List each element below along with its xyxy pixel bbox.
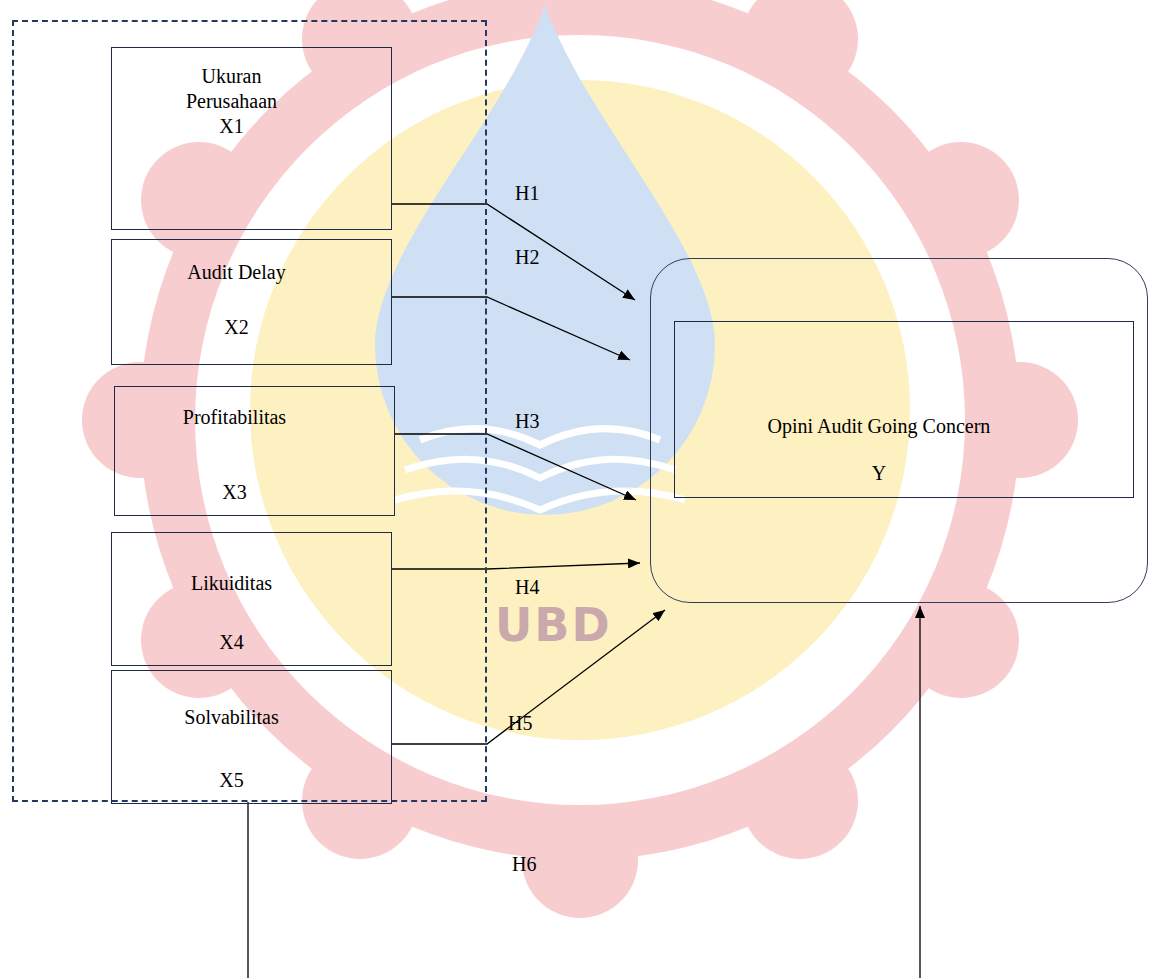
node-text: Likuiditas (191, 571, 272, 596)
hypothesis-arrow (392, 297, 630, 360)
dependent-group: Opini Audit Going ConcernY (650, 258, 1148, 603)
book-line (405, 459, 675, 478)
hypothesis-label: H3 (515, 410, 539, 433)
gear-tooth (522, 802, 638, 918)
watermark-text: UBD (495, 602, 612, 648)
variable-group: Ukuran PerusahaanX1Audit DelayX2Profitab… (12, 20, 487, 802)
node-text: X1 (219, 114, 243, 139)
gear-body (140, 0, 1020, 860)
logo-book (395, 429, 685, 510)
book-line (420, 429, 660, 445)
logo-drop (375, 5, 715, 515)
hypothesis-label: H5 (508, 712, 532, 735)
variable-box: Audit DelayX2 (111, 239, 392, 365)
node-text: Y (872, 461, 886, 486)
node-text: Solvabilitas (184, 705, 278, 730)
node-text: X3 (222, 480, 246, 505)
dependent-box: Opini Audit Going ConcernY (674, 321, 1134, 498)
node-text: X5 (219, 768, 243, 793)
node-text: Opini Audit Going Concern (768, 414, 991, 439)
variable-box: ProfitabilitasX3 (114, 386, 395, 516)
node-text: X2 (224, 315, 248, 340)
hypothesis-label: H2 (515, 246, 539, 269)
node-text: Audit Delay (187, 260, 285, 285)
node-text: X4 (219, 630, 243, 655)
variable-box: SolvabilitasX5 (111, 670, 392, 804)
variable-box: Ukuran PerusahaanX1 (111, 47, 392, 230)
hypothesis-arrow (395, 434, 636, 500)
book-line (395, 491, 685, 510)
hypothesis-label: H6 (512, 853, 536, 876)
node-text: Profitabilitas (183, 405, 286, 430)
variable-box: LikuiditasX4 (111, 532, 392, 666)
hypothesis-arrow (392, 204, 635, 300)
hypothesis-arrow (392, 563, 640, 569)
gear-tooth (82, 362, 198, 478)
hypothesis-label: H4 (515, 576, 539, 599)
node-text: Ukuran Perusahaan (169, 64, 294, 114)
logo-gear (82, 0, 1078, 918)
hypothesis-label: H1 (515, 182, 539, 205)
hypothesis-arrow (248, 606, 920, 978)
